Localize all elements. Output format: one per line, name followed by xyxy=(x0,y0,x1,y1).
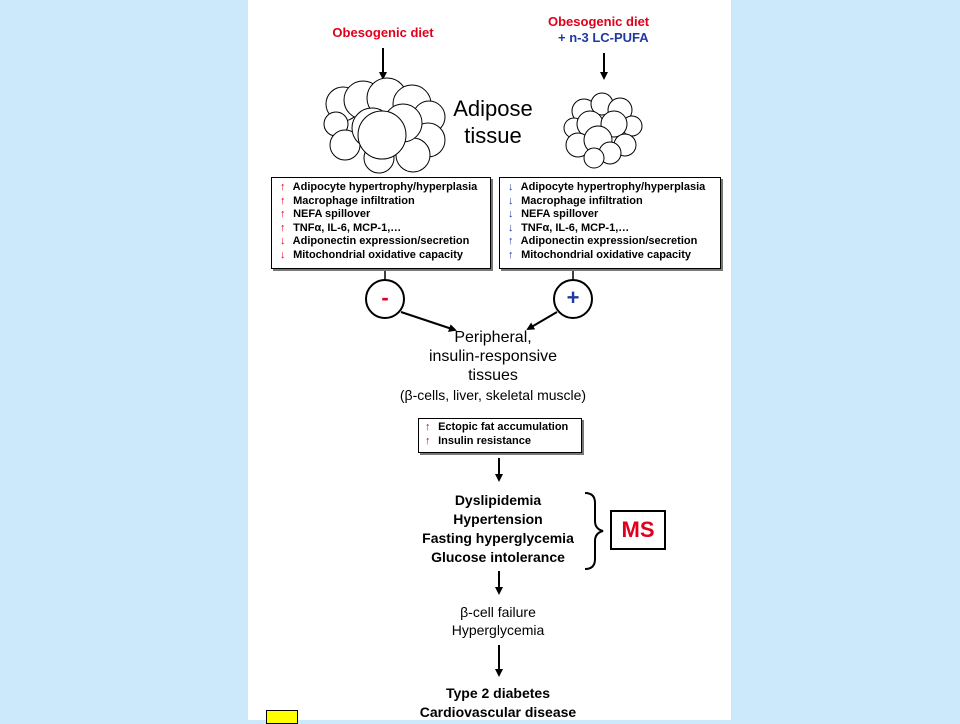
arrow-plus-peripheral xyxy=(526,311,558,331)
peripheral-tissues-label: Peripheral, insulin-responsive tissues (… xyxy=(399,329,587,403)
right-input-label: Obesogenic diet + n-3 LC-PUFA xyxy=(548,14,650,45)
pufa-effects-box: ↓ Adipocyte hypertrophy/hyperplasia ↓ Ma… xyxy=(499,177,721,269)
condition-fasting-hyperglycemia: Fasting hyperglycemia xyxy=(422,530,574,546)
obesogenic-effects-box: ↑ Adipocyte hypertrophy/hyperplasia ↑ Ma… xyxy=(271,177,491,269)
condition-dyslipidemia: Dyslipidemia xyxy=(454,492,542,508)
left-input-label: Obesogenic diet xyxy=(332,25,434,40)
small-adipocyte-cluster xyxy=(563,92,643,169)
enlarged-adipocyte-cluster xyxy=(323,77,446,174)
ectopic-effects-box: ↑ Ectopic fat accumulation ↑ Insulin res… xyxy=(418,418,582,453)
ms-conditions-list: Dyslipidemia Hypertension Fasting hyperg… xyxy=(398,491,598,567)
arrow-minus-peripheral xyxy=(400,311,457,332)
slide-canvas: Obesogenic diet Obesogenic diet + n-3 LC… xyxy=(248,0,731,724)
ms-curly-brace xyxy=(584,492,604,570)
failure-label: β-cell failure Hyperglycemia xyxy=(451,604,545,638)
negative-effect-circle: - xyxy=(365,279,405,319)
positive-effect-circle: + xyxy=(553,279,593,319)
condition-hypertension: Hypertension xyxy=(453,511,543,527)
diagram-connectors xyxy=(323,48,643,677)
outcome-label: Type 2 diabetes Cardiovascular disease xyxy=(419,685,577,720)
condition-glucose-intolerance: Glucose intolerance xyxy=(431,549,565,565)
yellow-marker xyxy=(266,710,298,724)
adipose-tissue-label: Adipose tissue xyxy=(453,96,533,148)
ms-label-box: MS xyxy=(610,510,666,550)
